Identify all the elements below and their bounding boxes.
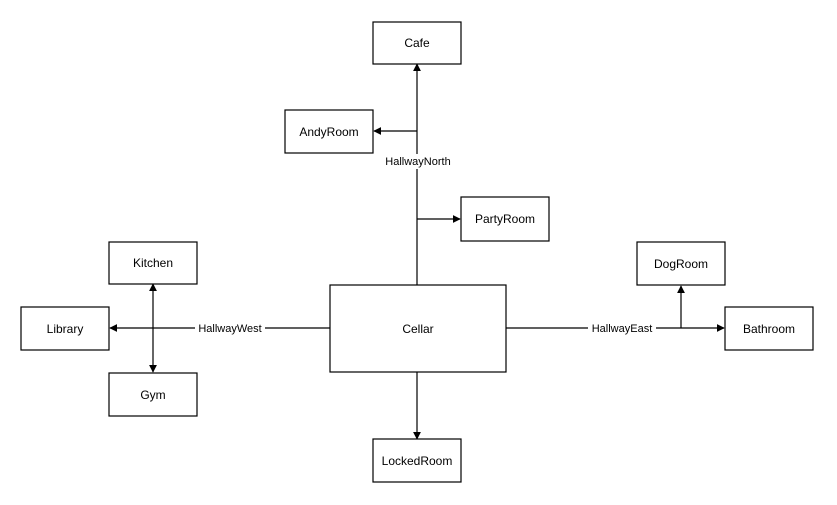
node-label: AndyRoom [299, 125, 358, 139]
node-label: DogRoom [654, 257, 708, 271]
node-bathroom[interactable]: Bathroom [724, 306, 814, 351]
edges [109, 63, 725, 440]
edge-label-text: HallwayWest [198, 323, 261, 335]
node-library[interactable]: Library [20, 306, 110, 351]
node-label: Cafe [404, 36, 430, 50]
node-partyroom[interactable]: PartyRoom [460, 196, 550, 242]
edge-label-hallway-west: HallwayWest [195, 321, 265, 336]
node-label: LockedRoom [382, 454, 453, 468]
node-kitchen[interactable]: Kitchen [108, 241, 198, 285]
node-dogroom[interactable]: DogRoom [636, 241, 726, 286]
node-cafe[interactable]: Cafe [372, 21, 462, 65]
edge-label-text: HallwayNorth [385, 156, 450, 168]
node-lockedroom[interactable]: LockedRoom [372, 438, 462, 483]
node-label: Kitchen [133, 256, 173, 270]
node-label: Bathroom [743, 322, 795, 336]
node-label: Gym [140, 388, 165, 402]
edge-label-hallway-north: HallwayNorth [381, 154, 455, 169]
edge-label-hallway-east: HallwayEast [588, 321, 656, 336]
edge-label-text: HallwayEast [592, 323, 653, 335]
node-label: PartyRoom [475, 212, 535, 226]
node-label: Library [47, 322, 84, 336]
node-label: Cellar [402, 322, 433, 336]
node-andyroom[interactable]: AndyRoom [284, 109, 374, 154]
node-gym[interactable]: Gym [108, 372, 198, 417]
node-cellar[interactable]: Cellar [329, 284, 507, 373]
